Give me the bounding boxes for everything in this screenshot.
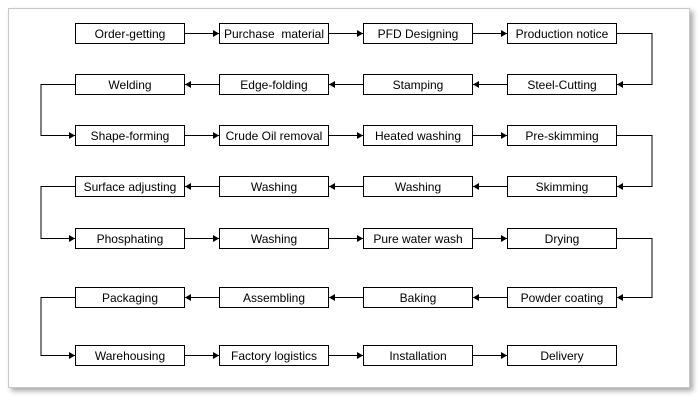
flow-turn-connector xyxy=(617,33,653,85)
flow-arrowhead xyxy=(501,235,507,242)
flow-arrowhead xyxy=(69,235,75,242)
flow-arrowhead xyxy=(501,132,507,139)
step-phosphating: Phosphating xyxy=(75,228,185,249)
step-warehousing: Warehousing xyxy=(75,345,185,366)
flow-arrowhead xyxy=(617,294,623,301)
flow-turn-connector xyxy=(617,135,653,187)
flow-arrowhead xyxy=(213,132,219,139)
flow-arrowhead xyxy=(357,235,363,242)
step-washing: Washing xyxy=(219,176,329,197)
flow-arrowhead xyxy=(617,183,623,190)
flow-arrowhead xyxy=(213,352,219,359)
step-order-getting: Order-getting xyxy=(75,23,185,44)
step-edge-folding: Edge-folding xyxy=(219,74,329,95)
step-washing: Washing xyxy=(219,228,329,249)
flow-turn-connector xyxy=(617,238,653,298)
step-installation: Installation xyxy=(363,345,473,366)
flow-arrowhead xyxy=(329,183,335,190)
step-delivery: Delivery xyxy=(507,345,617,366)
step-heated-washing: Heated washing xyxy=(363,125,473,146)
step-pfd-designing: PFD Designing xyxy=(363,23,473,44)
step-powder-coating: Powder coating xyxy=(507,287,617,308)
flow-arrowhead xyxy=(329,294,335,301)
flow-arrowhead xyxy=(185,81,191,88)
step-stamping: Stamping xyxy=(363,74,473,95)
flow-arrowhead xyxy=(501,30,507,37)
flow-arrowhead xyxy=(617,81,623,88)
flow-arrowhead xyxy=(69,352,75,359)
step-factory-logistics: Factory logistics xyxy=(219,345,329,366)
step-pure-water-wash: Pure water wash xyxy=(363,228,473,249)
step-production-notice: Production notice xyxy=(507,23,617,44)
flow-arrowhead xyxy=(357,132,363,139)
step-crude-oil-removal: Crude Oil removal xyxy=(219,125,329,146)
flow-turn-connector xyxy=(40,84,75,136)
step-purchase-material: Purchase material xyxy=(219,23,329,44)
step-skimming: Skimming xyxy=(507,176,617,197)
flow-arrowhead xyxy=(213,235,219,242)
flow-arrowhead xyxy=(185,183,191,190)
step-packaging: Packaging xyxy=(75,287,185,308)
step-welding: Welding xyxy=(75,74,185,95)
flow-arrowhead xyxy=(185,294,191,301)
step-baking: Baking xyxy=(363,287,473,308)
step-surface-adjusting: Surface adjusting xyxy=(75,176,185,197)
step-shape-forming: Shape-forming xyxy=(75,125,185,146)
flow-arrowhead xyxy=(473,183,479,190)
flow-arrowhead xyxy=(213,30,219,37)
flow-arrowhead xyxy=(357,352,363,359)
flow-arrowhead xyxy=(501,352,507,359)
flow-turn-connector xyxy=(40,186,75,239)
flow-arrowhead xyxy=(69,132,75,139)
flow-turn-connector xyxy=(40,297,75,356)
flow-arrowhead xyxy=(357,30,363,37)
flow-arrowhead xyxy=(473,81,479,88)
step-washing: Washing xyxy=(363,176,473,197)
step-steel-cutting: Steel-Cutting xyxy=(507,74,617,95)
flow-arrowhead xyxy=(329,81,335,88)
diagram-frame xyxy=(8,8,690,388)
flow-arrowhead xyxy=(473,294,479,301)
step-drying: Drying xyxy=(507,228,617,249)
step-assembling: Assembling xyxy=(219,287,329,308)
step-pre-skimming: Pre-skimming xyxy=(507,125,617,146)
